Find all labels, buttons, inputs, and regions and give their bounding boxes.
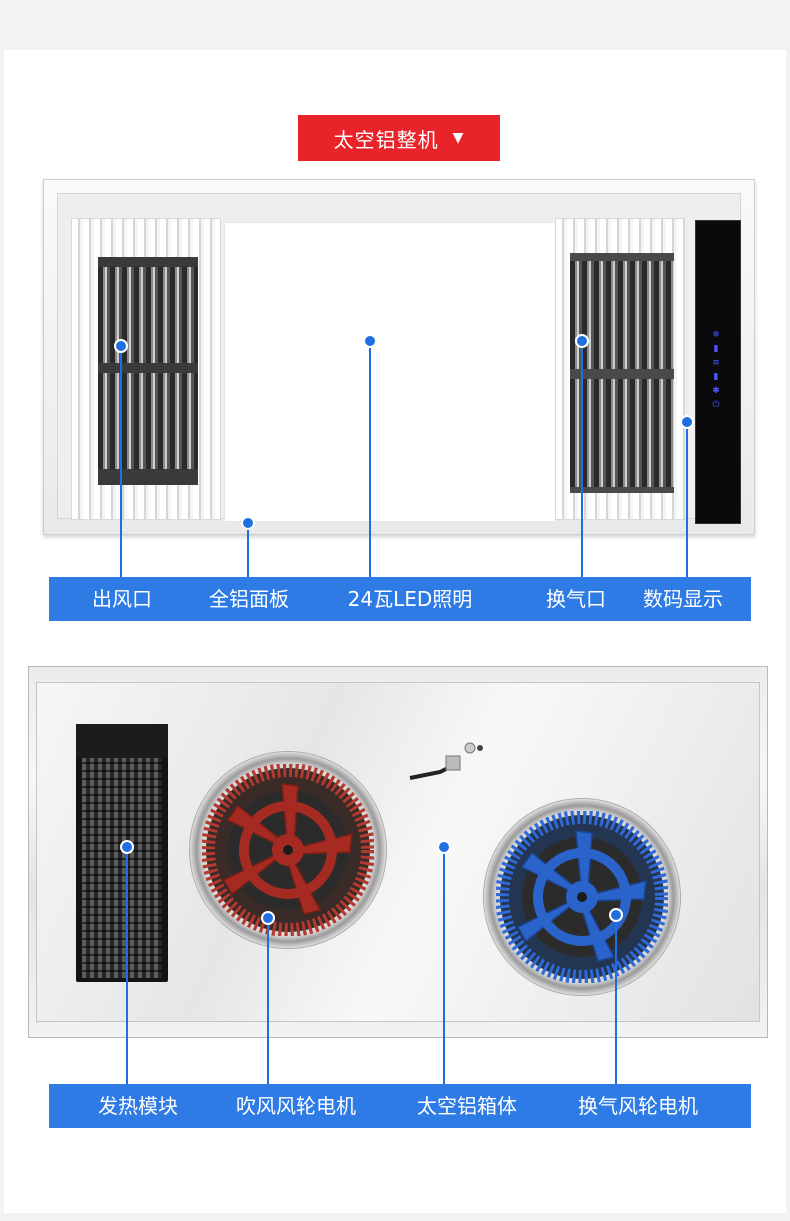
outlet-vent bbox=[98, 257, 198, 485]
label-ventilation-port: 换气口 bbox=[546, 587, 606, 611]
label-air-outlet: 出风口 bbox=[92, 587, 152, 611]
callout-line bbox=[126, 847, 128, 1085]
wiring-bracket-icon bbox=[409, 742, 483, 780]
heater-interior-panel bbox=[28, 666, 768, 1038]
callout-dot bbox=[261, 911, 275, 925]
led-light-window bbox=[224, 222, 556, 522]
callout-line bbox=[247, 523, 249, 578]
callout-line bbox=[581, 341, 583, 578]
exhaust-vent bbox=[570, 253, 674, 493]
label-blower-motor: 吹风风轮电机 bbox=[236, 1094, 356, 1118]
callout-dot bbox=[363, 334, 377, 348]
face-inner: ❄ ▮ ≡ ▮ ✱ ⏻ bbox=[57, 193, 741, 524]
callout-line bbox=[686, 422, 688, 578]
label-bar-top: 出风口 全铝面板 24瓦LED照明 换气口 数码显示 bbox=[49, 577, 751, 621]
title-badge: 太空铝整机 ▼ bbox=[298, 115, 500, 161]
callout-line bbox=[615, 915, 617, 1085]
display-icon: ✱ bbox=[712, 386, 720, 396]
callout-dot bbox=[120, 840, 134, 854]
title-text: 太空铝整机 bbox=[333, 127, 439, 152]
heater-face-panel: ❄ ▮ ≡ ▮ ✱ ⏻ bbox=[43, 179, 755, 535]
digital-display: ❄ ▮ ≡ ▮ ✱ ⏻ bbox=[695, 220, 741, 524]
callout-line bbox=[267, 918, 269, 1085]
callout-line bbox=[443, 847, 445, 1085]
callout-dot bbox=[609, 908, 623, 922]
label-aluminum-housing: 太空铝箱体 bbox=[417, 1094, 517, 1118]
callout-dot bbox=[575, 334, 589, 348]
heating-module bbox=[76, 724, 168, 982]
callout-line bbox=[369, 341, 371, 578]
callout-dot bbox=[437, 840, 451, 854]
label-exhaust-motor: 换气风轮电机 bbox=[578, 1094, 698, 1118]
display-icon: ❄ bbox=[712, 330, 720, 340]
display-icon: ▮ bbox=[713, 344, 719, 354]
label-aluminum-panel: 全铝面板 bbox=[209, 587, 289, 611]
label-digital-display: 数码显示 bbox=[643, 587, 723, 611]
display-icon: ▮ bbox=[713, 372, 719, 382]
outlet-grille bbox=[71, 218, 221, 520]
callout-dot bbox=[680, 415, 694, 429]
label-heating-module: 发热模块 bbox=[98, 1094, 178, 1118]
label-bar-bottom: 发热模块 吹风风轮电机 太空铝箱体 换气风轮电机 bbox=[49, 1084, 751, 1128]
callout-dot bbox=[241, 516, 255, 530]
label-led-lighting: 24瓦LED照明 bbox=[347, 587, 473, 611]
exhaust-grille bbox=[555, 218, 685, 520]
blower-fan-icon bbox=[202, 764, 374, 936]
display-icon: ≡ bbox=[712, 358, 720, 368]
callout-line bbox=[120, 346, 122, 578]
down-arrow-icon: ▼ bbox=[452, 130, 465, 146]
exhaust-fan-icon bbox=[496, 811, 668, 983]
display-icon: ⏻ bbox=[712, 400, 720, 410]
callout-dot bbox=[114, 339, 128, 353]
